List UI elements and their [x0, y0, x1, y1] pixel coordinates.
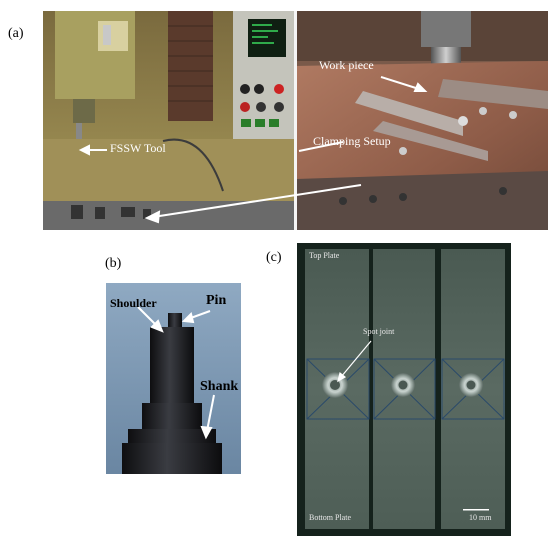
panel-b-letter: (b) — [105, 256, 122, 271]
label-shoulder: Shoulder — [110, 296, 157, 310]
tool-image — [106, 283, 241, 474]
panel-a-letter: (a) — [8, 26, 24, 41]
label-bottom-plate: Bottom Plate — [309, 513, 351, 522]
label-fssw-tool: FSSW Tool — [110, 141, 166, 155]
panel-b-photo: Shoulder Pin Shank — [106, 283, 241, 474]
machine-setup-image — [43, 11, 548, 230]
label-shank: Shank — [200, 379, 239, 394]
label-clamping-setup: Clamping Setup — [313, 134, 391, 148]
label-pin: Pin — [206, 293, 227, 308]
panel-a-photo: FSSW Tool Work piece Clamping Setup — [43, 11, 548, 230]
panel-c-photo: Top Plate Spot joint Bottom Plate 10 mm — [297, 243, 511, 536]
label-work-piece: Work piece — [319, 58, 374, 72]
label-scale-bar: 10 mm — [469, 513, 492, 522]
panel-c-letter: (c) — [266, 250, 282, 265]
label-top-plate: Top Plate — [309, 251, 340, 260]
spot-joint-image — [297, 243, 511, 536]
label-spot-joint: Spot joint — [363, 327, 395, 336]
